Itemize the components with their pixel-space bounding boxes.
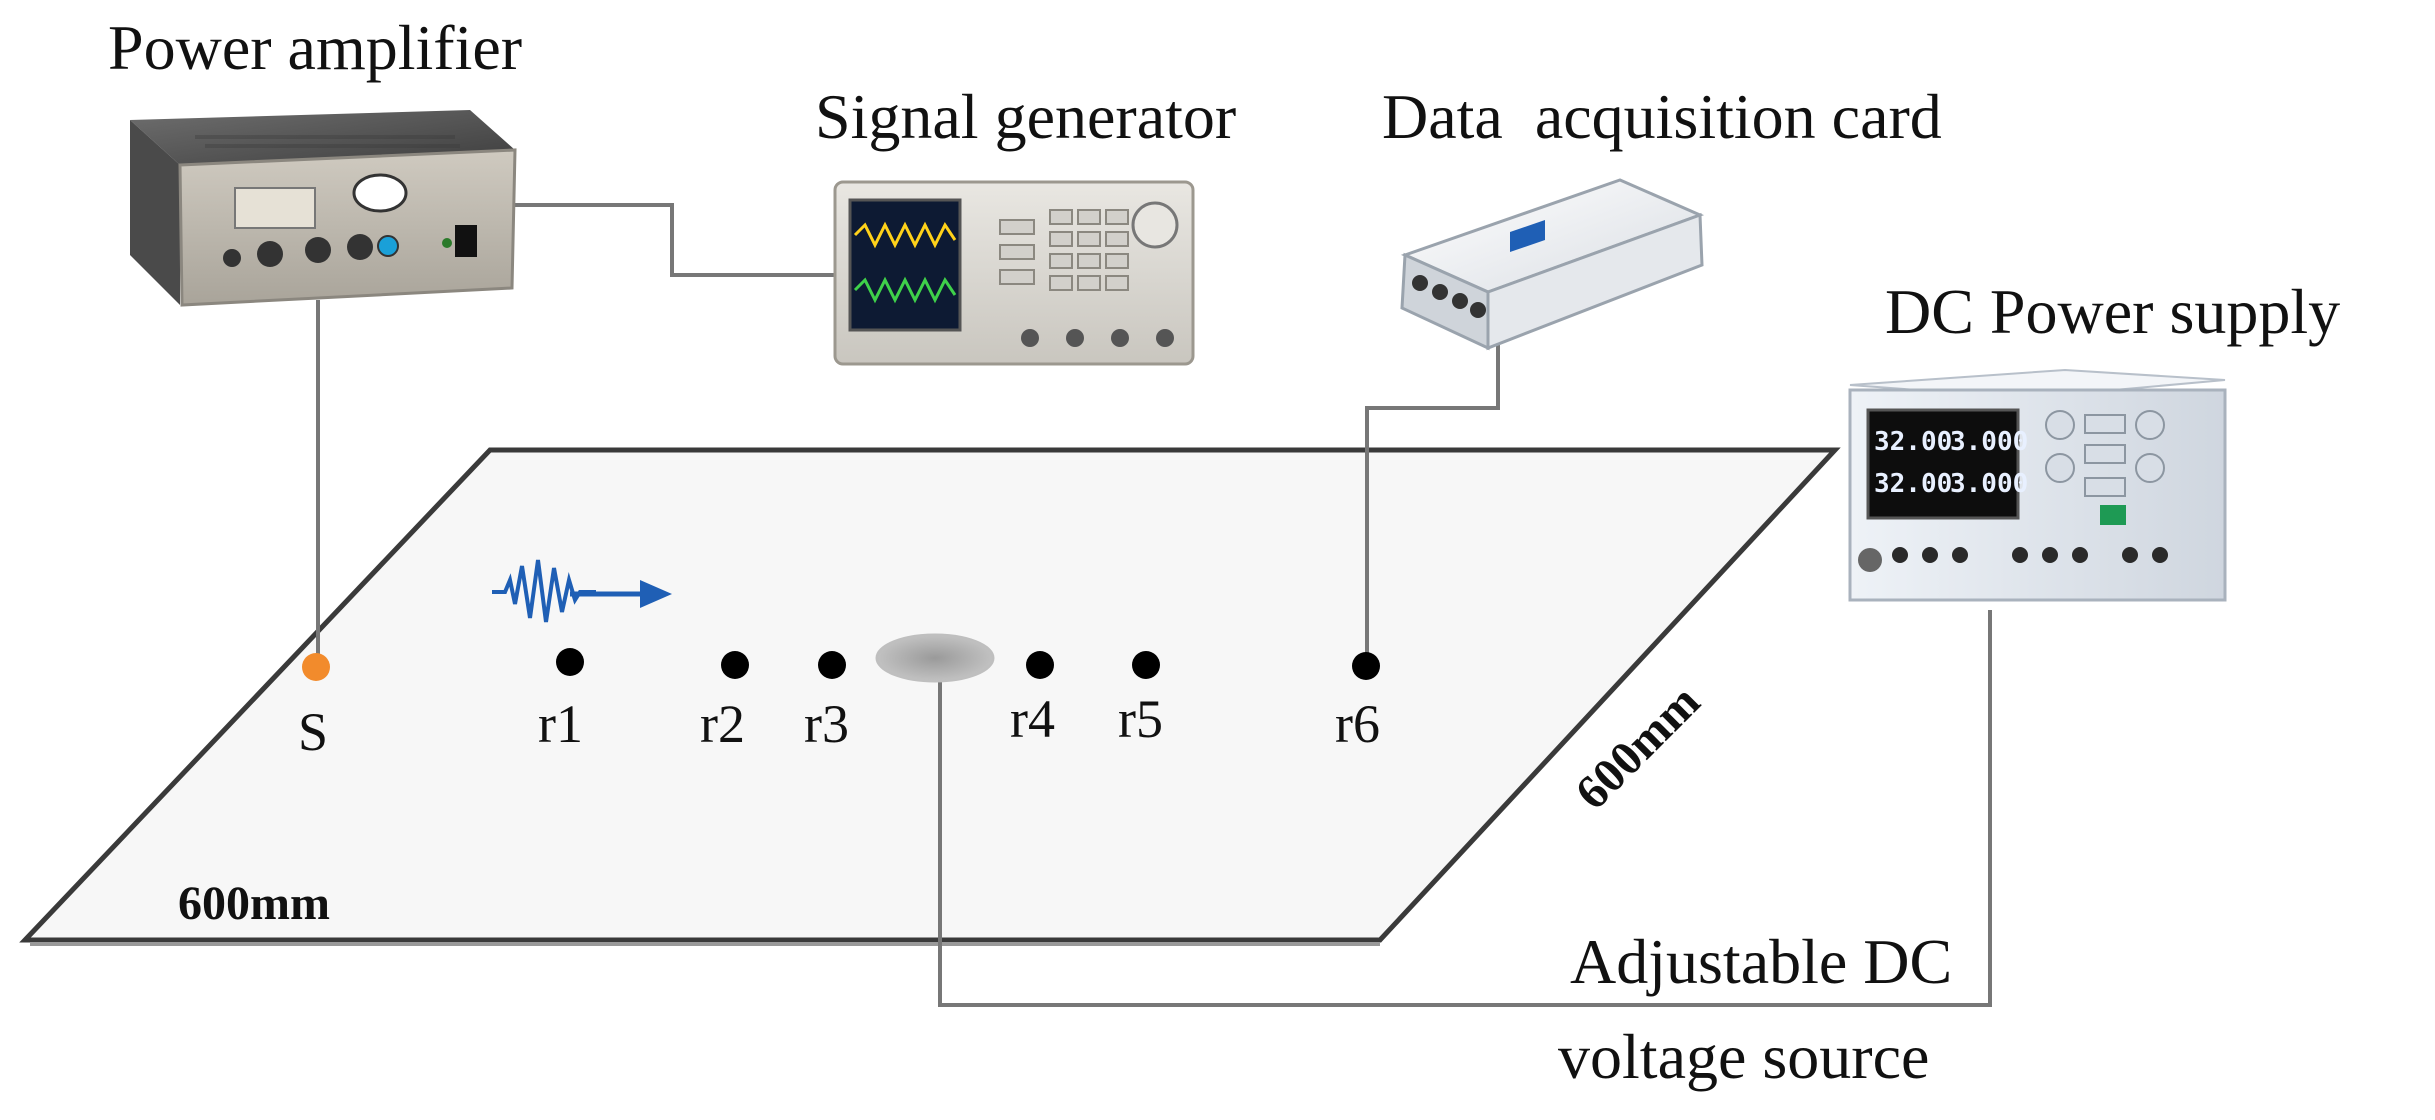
label-r2: r2 — [700, 694, 745, 754]
generator-dial — [1131, 201, 1179, 249]
receiver-r1 — [556, 648, 584, 676]
label-r3: r3 — [804, 694, 849, 754]
psu-readout-1a: 32.00 — [1874, 427, 1952, 457]
label-r6: r6 — [1335, 694, 1380, 754]
label-daq-card: Data acquisition card — [1382, 81, 1942, 152]
psu-display — [1866, 408, 2020, 520]
psu-power-button — [1858, 548, 1882, 572]
daq-side — [1486, 212, 1704, 351]
generator-waveform-1 — [853, 221, 957, 249]
psu-buttons — [2045, 410, 2165, 497]
daq-connectors — [1412, 275, 1486, 318]
amplifier-knob — [377, 235, 399, 257]
label-adjustable-dc: Adjustable DC — [1570, 926, 1953, 997]
psu-readouts: 32.00 3.000 32.00 3.000 — [1874, 427, 2028, 499]
label-r5: r5 — [1118, 689, 1163, 749]
wires — [316, 203, 1992, 1007]
arrow-right-icon — [640, 580, 672, 608]
source-point — [302, 653, 330, 681]
dc-power-supply-device: 32.00 3.000 32.00 3.000 — [1848, 368, 2227, 602]
label-r4: r4 — [1010, 689, 1055, 749]
aluminum-plate — [19, 447, 1841, 946]
wave-packet-icon — [492, 559, 596, 623]
signal-generator-device — [833, 180, 1195, 366]
amplifier-connectors — [223, 234, 373, 267]
label-source: S — [298, 702, 329, 762]
daq-card-device — [1400, 178, 1705, 351]
label-voltage-source: voltage source — [1558, 1021, 1930, 1092]
wire-amplifier-to-generator — [515, 203, 835, 277]
amplifier-label-plate — [234, 187, 316, 229]
generator-bnc-outputs — [1021, 329, 1174, 347]
amplifier-top — [130, 110, 515, 165]
wire-dc-to-ellipse — [938, 610, 1992, 1007]
psu-output-led — [2100, 505, 2126, 525]
wire-daq-to-r6 — [1365, 335, 1500, 665]
plate-dimension-bottom: 600mm — [178, 877, 330, 930]
generator-waveform-2 — [853, 276, 957, 304]
psu-terminals — [1892, 547, 2168, 563]
receiver-r4 — [1026, 651, 1054, 679]
label-r1: r1 — [538, 694, 583, 754]
amplifier-power-switch — [455, 225, 477, 257]
label-dc-power-supply: DC Power supply — [1885, 276, 2341, 347]
generator-keypad — [999, 209, 1129, 291]
psu-readout-1b: 3.000 — [1950, 427, 2028, 457]
psu-readout-2a: 32.00 — [1874, 469, 1952, 499]
amplifier-side — [130, 120, 180, 305]
label-signal-generator: Signal generator — [815, 81, 1237, 152]
dc-element-ellipse — [875, 633, 995, 683]
generator-screen — [848, 198, 962, 332]
plate-surface — [19, 447, 1841, 943]
receiver-r3 — [818, 651, 846, 679]
power-amplifier-device — [130, 110, 517, 307]
wave-propagation — [492, 559, 672, 623]
receiver-r2 — [721, 651, 749, 679]
daq-logo-icon — [1510, 220, 1545, 252]
receiver-r6 — [1352, 652, 1380, 680]
label-power-amplifier: Power amplifier — [108, 12, 523, 83]
amplifier-vents — [195, 135, 460, 148]
amplifier-power-led — [442, 238, 452, 248]
psu-readout-2b: 3.000 — [1950, 469, 2028, 499]
amplifier-logo — [352, 173, 408, 213]
receiver-r5 — [1132, 651, 1160, 679]
